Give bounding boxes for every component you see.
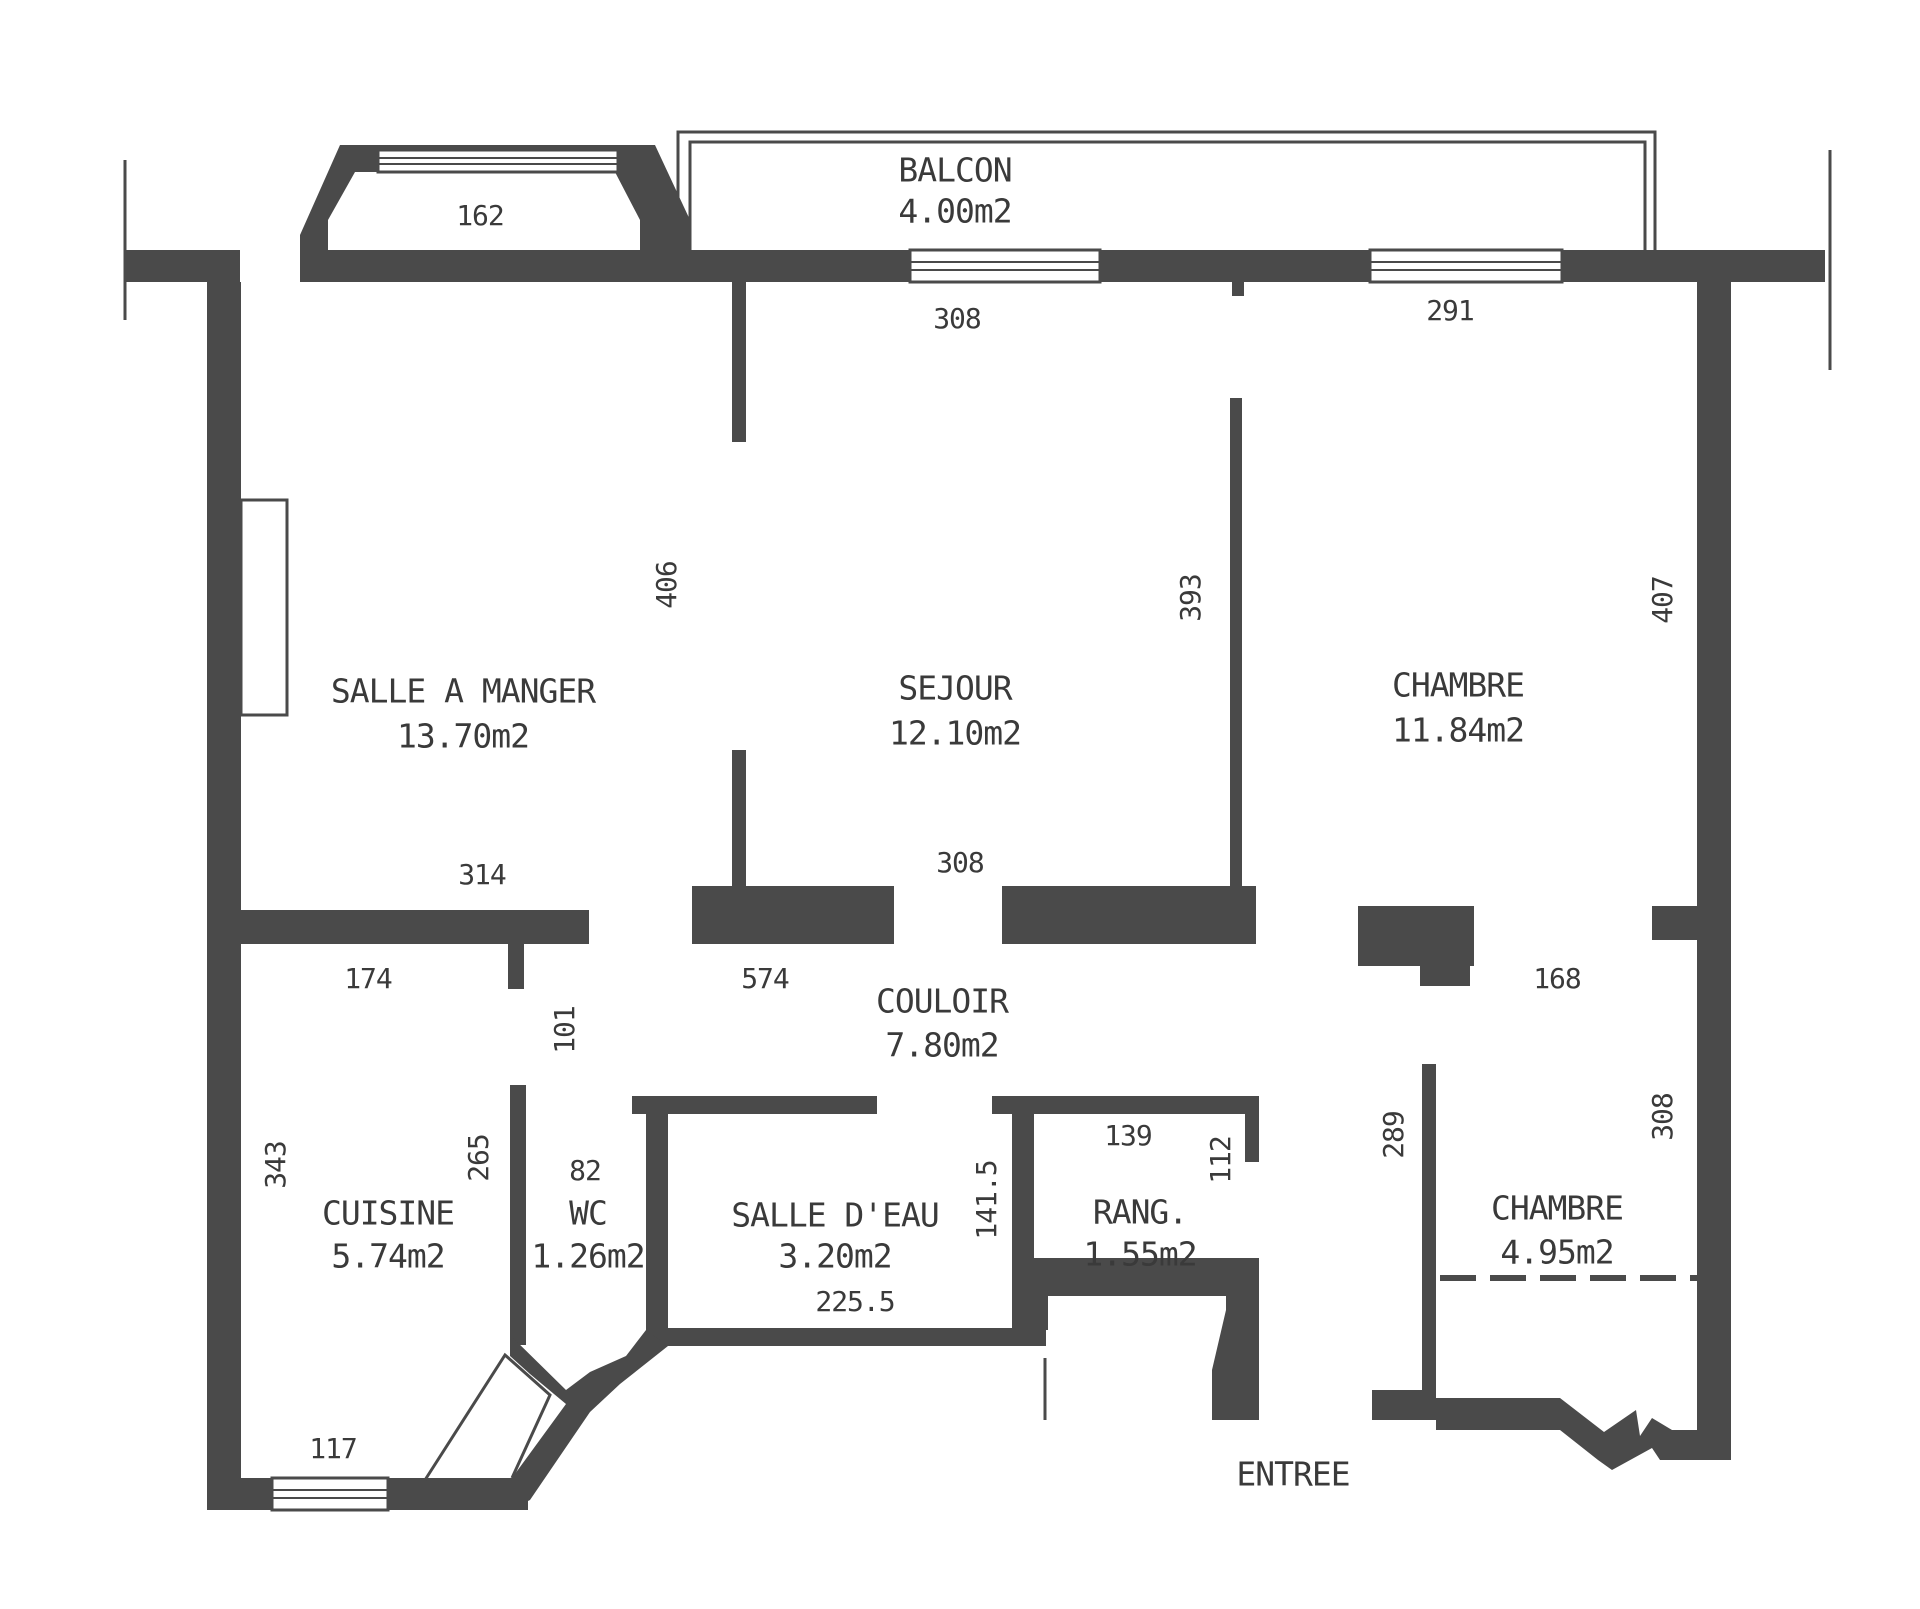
outlines (123, 130, 1832, 1481)
room-label-chambre-2: CHAMBRE (1491, 1189, 1623, 1228)
wall-right-exterior (1697, 250, 1731, 1460)
dimension-225-5: 225.5 (815, 1285, 894, 1318)
window-kitchen (270, 1476, 390, 1512)
wall-sejour-bottom-left (692, 886, 894, 944)
window-bay (376, 148, 620, 174)
wall-chambre-bottom-b (1420, 940, 1470, 986)
room-area-wc: 1.26m2 (531, 1237, 644, 1276)
room-label-salle-a-manger: SALLE A MANGER (331, 672, 596, 711)
window-chambre (1368, 248, 1564, 284)
wall-stub-top (1232, 282, 1244, 296)
dining-cabinet (239, 498, 289, 717)
window-sejour (908, 248, 1102, 284)
dimension-labels: 162 308 291 406 393 407 314 308 174 574 … (259, 199, 1679, 1465)
wall-top-exterior (655, 250, 1825, 282)
balcony-outline (676, 130, 1657, 250)
room-area-couloir: 7.80m2 (885, 1026, 998, 1065)
wall-rang-right-mid (1245, 1258, 1259, 1288)
room-labels: BALCON 4.00m2 SALLE A MANGER 13.70m2 SEJ… (322, 151, 1624, 1494)
wall-sejour-bottom-right (1002, 886, 1256, 944)
wall-partition-dining-top (732, 282, 746, 442)
wall-kitchen-wc (510, 1085, 526, 1345)
dimension-393: 393 (1174, 574, 1207, 622)
room-area-salle-d-eau: 3.20m2 (778, 1237, 891, 1276)
wall-kitchen-angled (420, 1330, 668, 1510)
wall-stub-left (125, 250, 240, 282)
dimension-265: 265 (462, 1134, 495, 1182)
room-area-rangement: 1.55m2 (1083, 1235, 1196, 1274)
dimension-162: 162 (456, 199, 504, 232)
dimension-101: 101 (548, 1006, 581, 1054)
wall-rang-right-top (1245, 1096, 1259, 1162)
dimension-174: 174 (344, 962, 392, 995)
windows (270, 148, 1564, 1512)
wall-bottom-left (207, 1478, 272, 1510)
wall-wc-bathroom (646, 1100, 668, 1330)
room-area-cuisine: 5.74m2 (331, 1237, 444, 1276)
room-label-wc: WC (569, 1194, 607, 1233)
dimension-117: 117 (309, 1432, 357, 1465)
room-label-couloir: COULOIR (876, 982, 1009, 1021)
wall-partition-dining-bottom (732, 750, 746, 920)
dimension-406: 406 (650, 561, 683, 609)
walls (125, 145, 1825, 1510)
wall-entrance-left (1212, 1370, 1259, 1420)
dimension-407: 407 (1646, 576, 1679, 624)
kitchen-storage (423, 1352, 552, 1481)
room-label-rangement: RANG. (1093, 1193, 1187, 1232)
dimension-141-5: 141.5 (970, 1160, 1003, 1239)
room-area-chambre-2: 4.95m2 (1500, 1233, 1613, 1272)
wall-rang-top (992, 1096, 1257, 1114)
wall-chambre2-left (1422, 1064, 1436, 1404)
wall-bathroom-bottom (646, 1328, 1046, 1346)
room-label-sejour: SEJOUR (898, 669, 1012, 708)
room-area-balcon: 4.00m2 (898, 192, 1011, 231)
dimension-574: 574 (741, 962, 789, 995)
dimension-112: 112 (1204, 1136, 1237, 1184)
room-label-salle-d-eau: SALLE D'EAU (731, 1196, 939, 1235)
wall-kitchen-stub (508, 944, 524, 989)
wall-bathroom-top (632, 1096, 877, 1114)
dimension-314: 314 (458, 858, 506, 891)
dimension-343: 343 (259, 1141, 292, 1189)
dimension-168: 168 (1533, 962, 1581, 995)
wall-partition-sejour-chambre (1230, 398, 1242, 908)
wall-chambre-right-stub (1652, 906, 1697, 940)
dimension-308-top: 308 (933, 302, 981, 335)
dimension-82: 82 (569, 1154, 601, 1187)
room-area-chambre-1: 11.84m2 (1392, 711, 1524, 750)
room-label-cuisine: CUISINE (322, 1194, 454, 1233)
room-label-entree: ENTREE (1236, 1455, 1349, 1494)
room-label-balcon: BALCON (898, 151, 1011, 190)
wall-left-exterior (207, 282, 241, 1510)
room-area-sejour: 12.10m2 (889, 714, 1021, 753)
wall-bathroom-rang (1012, 1110, 1034, 1330)
room-area-salle-a-manger: 13.70m2 (397, 717, 529, 756)
dimension-308-corridor: 308 (936, 846, 984, 879)
dimension-291: 291 (1426, 294, 1474, 327)
dimension-139: 139 (1104, 1119, 1152, 1152)
room-label-chambre-1: CHAMBRE (1392, 666, 1524, 705)
dimension-289: 289 (1377, 1111, 1410, 1159)
dimension-308-right: 308 (1646, 1093, 1679, 1141)
wall-bottom-mid (388, 1478, 528, 1510)
wall-dining-kitchen (241, 910, 589, 944)
wall-chambre2-bottom (1372, 1390, 1697, 1470)
